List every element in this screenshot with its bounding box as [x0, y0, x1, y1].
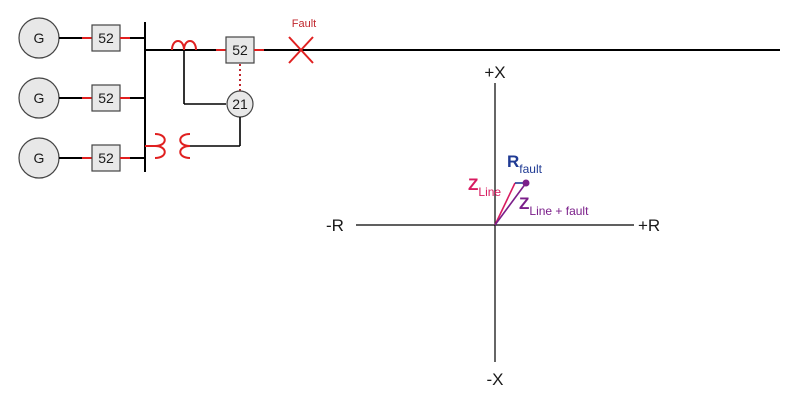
r-fault-sub: fault — [519, 162, 542, 176]
fault-x-icon — [288, 36, 314, 64]
r-fault-main: R — [507, 152, 519, 171]
z-total-vector — [494, 182, 527, 226]
axis-label-neg-x: -X — [487, 370, 504, 389]
generator-2: G 52 — [18, 77, 145, 119]
generator-label: G — [34, 90, 45, 106]
generator-3: G 52 — [18, 137, 145, 179]
z-total-main: Z — [519, 194, 529, 213]
feeder-breaker-box — [225, 36, 255, 64]
feeder-breaker-label: 52 — [232, 42, 248, 58]
generator-label: G — [34, 30, 45, 46]
z-line-vector — [494, 182, 516, 226]
axis-label-neg-r: -R — [326, 216, 344, 235]
breaker-label: 52 — [98, 90, 114, 106]
z-total-label: ZLine + fault — [519, 194, 589, 218]
breaker-box — [91, 144, 121, 172]
generator-label: G — [34, 150, 45, 166]
breaker-label: 52 — [98, 30, 114, 46]
relay-label: 21 — [232, 96, 248, 112]
z-line-label: ZLine — [468, 175, 501, 199]
voltage-transformer-icon — [145, 117, 241, 159]
r-fault-label: Rfault — [507, 152, 543, 176]
breaker-label: 52 — [98, 150, 114, 166]
axis-label-pos-r: +R — [638, 216, 660, 235]
generator-1: G 52 — [18, 17, 145, 59]
axis-label-pos-x: +X — [484, 63, 505, 82]
current-transformer-icon — [171, 40, 226, 105]
rx-impedance-plane: +X -X -R +R Rfault ZLine ZLine + fault — [326, 63, 660, 389]
fault-label: Fault — [292, 18, 316, 30]
fault-impedance-point — [522, 179, 530, 187]
breaker-box — [91, 84, 121, 112]
z-total-sub: Line + fault — [529, 204, 589, 218]
z-line-main: Z — [468, 175, 478, 194]
z-line-sub: Line — [478, 185, 501, 199]
one-line-diagram: G 52 G 52 G 52 — [18, 17, 780, 179]
